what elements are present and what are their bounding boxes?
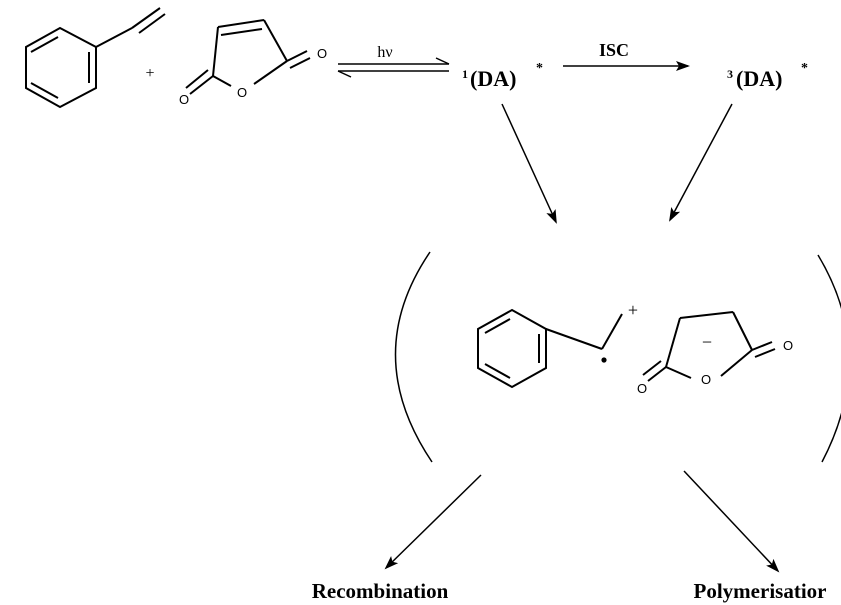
atom-label-anion-ring-o: O: [701, 372, 711, 387]
cation-charge: +: [628, 300, 638, 320]
hv-label: hν: [377, 44, 392, 61]
right-bracket: [817, 254, 841, 463]
arrow-to-polymerisation: [683, 470, 780, 573]
arrow-singlet-to-ion-pair: [501, 103, 557, 224]
left-bracket: [394, 251, 433, 463]
arrow-to-recombination: [384, 474, 482, 570]
atom-label-carbonyl-o-right: O: [317, 46, 327, 61]
styrene-radical-cation: [477, 308, 623, 389]
recombination-label: Recombination: [312, 579, 449, 603]
singlet-label: (DA): [470, 66, 516, 91]
triplet-star: *: [801, 61, 808, 76]
singlet-superscript: 1: [462, 67, 468, 81]
polymerisation-label: Polymerisatior: [694, 579, 827, 603]
plus-sign: +: [145, 65, 154, 82]
photoexcitation-arrows: [337, 57, 450, 78]
atom-label-carbonyl-o-left: O: [179, 92, 189, 107]
triplet-label: (DA): [736, 66, 782, 91]
atom-label-anion-o-left: O: [637, 381, 647, 396]
triplet-superscript: 3: [727, 67, 733, 81]
radical-dot: [601, 357, 607, 363]
triplet-exciplex: 3 (DA) *: [727, 61, 808, 91]
atom-label-ring-o: O: [237, 85, 247, 100]
maleic-anhydride-molecule: [185, 19, 311, 95]
styrene-molecule: [25, 7, 166, 109]
arrow-triplet-to-ion-pair: [669, 103, 733, 222]
anion-charge: −: [702, 332, 712, 352]
singlet-exciplex: 1 (DA) *: [462, 61, 543, 91]
isc-label: ISC: [599, 40, 629, 60]
anhydride-radical-anion: [642, 311, 776, 382]
atom-label-anion-o-right: O: [783, 338, 793, 353]
singlet-star: *: [536, 61, 543, 76]
